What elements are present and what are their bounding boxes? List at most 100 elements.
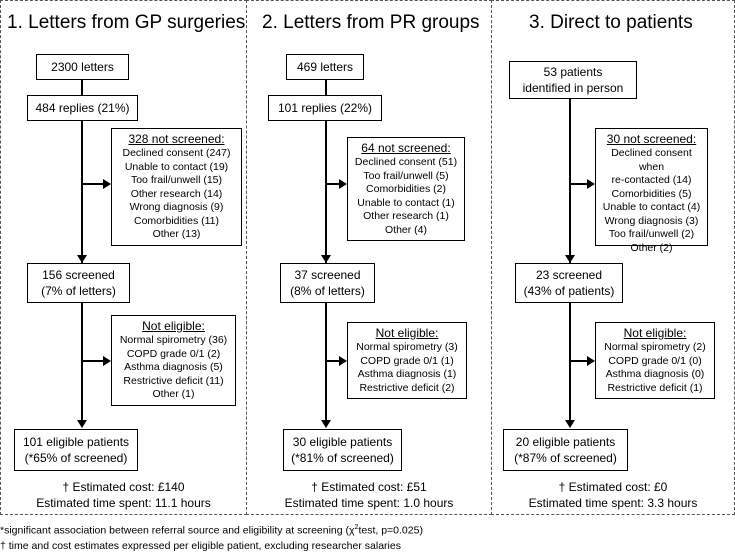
arrowhead	[565, 255, 575, 263]
list-item: Too frail/unwell (2)	[608, 228, 695, 240]
list-item: Too frail/unwell (5)	[363, 169, 449, 182]
patients-identified-count: 53 patients	[543, 65, 603, 79]
not-screened-heading: 30 not screened:	[606, 132, 697, 146]
list-item: re-contacted (14)	[611, 174, 692, 186]
column-title-pr: 2. Letters from PR groups	[262, 12, 480, 33]
letters-sent-box: 2300 letters	[36, 54, 129, 80]
time-estimate: Estimated time spent: 1.0 hours	[284, 496, 454, 510]
eligible-count: 101 eligible patients	[22, 435, 130, 449]
list-item: Declined consent when	[611, 147, 692, 173]
flow-line	[325, 80, 327, 420]
arrowhead	[103, 356, 111, 366]
arrowhead	[587, 179, 595, 189]
not-eligible-heading: Not eligible:	[375, 326, 439, 340]
list-item: Other (4)	[384, 223, 427, 236]
list-item: Restrictive deficit (1)	[607, 381, 703, 394]
screened-percent: (8% of letters)	[290, 284, 365, 298]
column-title-direct: 3. Direct to patients	[529, 12, 693, 33]
screened-count: 37 screened	[294, 268, 361, 282]
list-item: Comorbidities (2)	[366, 183, 446, 195]
replies-text: 484 replies (21%)	[35, 101, 130, 115]
list-item: Normal spirometry (3)	[356, 341, 458, 353]
not-eligible-heading: Not eligible:	[142, 319, 205, 333]
list-item: Other research (1)	[363, 210, 449, 222]
replies-text: 101 replies (22%)	[277, 101, 373, 115]
letters-sent-text: 469 letters	[296, 60, 354, 74]
not-screened-box: 64 not screened: Declined consent (51) T…	[347, 137, 465, 241]
cost-estimate: † Estimated cost: £0	[558, 480, 668, 494]
arrowhead	[103, 179, 111, 189]
screened-box: 23 screened (43% of patients)	[515, 263, 623, 303]
arrowhead	[77, 255, 87, 263]
list-item: COPD grade 0/1 (2)	[126, 347, 221, 360]
screened-box: 156 screened (7% of letters)	[27, 263, 130, 303]
screened-percent: (7% of letters)	[41, 284, 116, 298]
letters-sent-text: 2300 letters	[51, 60, 114, 74]
not-eligible-heading: Not eligible:	[623, 326, 687, 340]
list-item: COPD grade 0/1 (1)	[360, 354, 454, 367]
list-item: Unable to contact (4)	[602, 201, 701, 213]
patients-identified-method: identified in person	[522, 81, 624, 95]
footnote-significance: *significant association between referra…	[0, 524, 423, 537]
list-item: Comorbidities (11)	[134, 214, 219, 227]
not-eligible-box: Not eligible: Normal spirometry (3) COPD…	[347, 322, 467, 399]
arrowhead	[339, 356, 347, 366]
column-title-gp: 1. Letters from GP surgeries	[7, 12, 246, 33]
not-screened-heading: 328 not screened:	[128, 132, 225, 146]
replies-box: 101 replies (22%)	[268, 95, 382, 121]
eligible-percent: (*65% of screened)	[24, 451, 128, 465]
screened-box: 37 screened (8% of letters)	[280, 263, 375, 303]
screened-count: 156 screened	[42, 268, 115, 282]
list-item: Other (13)	[152, 228, 201, 240]
not-screened-heading: 64 not screened:	[361, 141, 451, 155]
replies-box: 484 replies (21%)	[27, 95, 138, 121]
branch-line	[570, 360, 590, 362]
time-estimate: Estimated time spent: 11.1 hours	[36, 496, 211, 510]
arrowhead	[587, 356, 595, 366]
list-item: Too frail/unwell (15)	[130, 174, 223, 186]
eligible-count: 20 eligible patients	[515, 435, 616, 449]
list-item: Other (2)	[630, 241, 673, 254]
list-item: Asthma diagnosis (0)	[605, 368, 705, 380]
arrowhead	[565, 420, 575, 428]
screened-count: 23 screened	[535, 268, 603, 282]
list-item: COPD grade 0/1 (0)	[608, 354, 702, 367]
letters-sent-box: 469 letters	[286, 54, 364, 80]
list-item: Other research (14)	[130, 187, 223, 200]
list-item: Declined consent (247)	[122, 147, 231, 159]
eligible-percent: (*87% of screened)	[514, 451, 617, 465]
list-item: Asthma diagnosis (5)	[124, 361, 223, 373]
eligible-box: 30 eligible patients (*81% of screened)	[283, 429, 402, 471]
list-item: Comorbidities (5)	[611, 187, 692, 200]
not-screened-box: 30 not screened: Declined consent when r…	[595, 128, 708, 254]
eligible-box: 20 eligible patients (*87% of screened)	[503, 429, 628, 471]
not-screened-box: 328 not screened: Declined consent (247)…	[111, 128, 242, 246]
footnote-estimates: † time and cost estimates expressed per …	[0, 540, 401, 552]
list-item: Wrong diagnosis (9)	[129, 201, 224, 213]
eligible-percent: (*81% of screened)	[291, 451, 394, 465]
patients-identified-box: 53 patients identified in person	[509, 61, 637, 99]
list-item: Restrictive deficit (2)	[359, 381, 455, 394]
list-item: Wrong diagnosis (3)	[604, 214, 699, 227]
list-item: Normal spirometry (36)	[119, 334, 228, 346]
flow-line	[81, 80, 83, 420]
list-item: Unable to contact (1)	[357, 196, 455, 209]
arrowhead	[321, 420, 331, 428]
time-estimate: Estimated time spent: 3.3 hours	[528, 496, 698, 510]
not-eligible-box: Not eligible: Normal spirometry (2) COPD…	[595, 322, 715, 399]
branch-line	[326, 183, 342, 185]
arrowhead	[77, 420, 87, 428]
branch-line	[82, 360, 106, 362]
screened-percent: (43% of patients)	[523, 284, 615, 298]
branch-line	[326, 360, 342, 362]
arrowhead	[339, 179, 347, 189]
list-item: Restrictive deficit (11)	[123, 374, 224, 387]
list-item: Unable to contact (19)	[124, 160, 229, 173]
list-item: Normal spirometry (2)	[604, 341, 706, 353]
list-item: Declined consent (51)	[354, 156, 458, 168]
cost-estimate: † Estimated cost: £51	[311, 480, 427, 494]
footnote-significance-result: test, p=0.025)	[358, 524, 423, 537]
footnote-significance-text: *significant association between referra…	[0, 524, 355, 537]
not-eligible-box: Not eligible: Normal spirometry (36) COP…	[111, 315, 236, 406]
eligible-box: 101 eligible patients (*65% of screened)	[14, 429, 138, 471]
